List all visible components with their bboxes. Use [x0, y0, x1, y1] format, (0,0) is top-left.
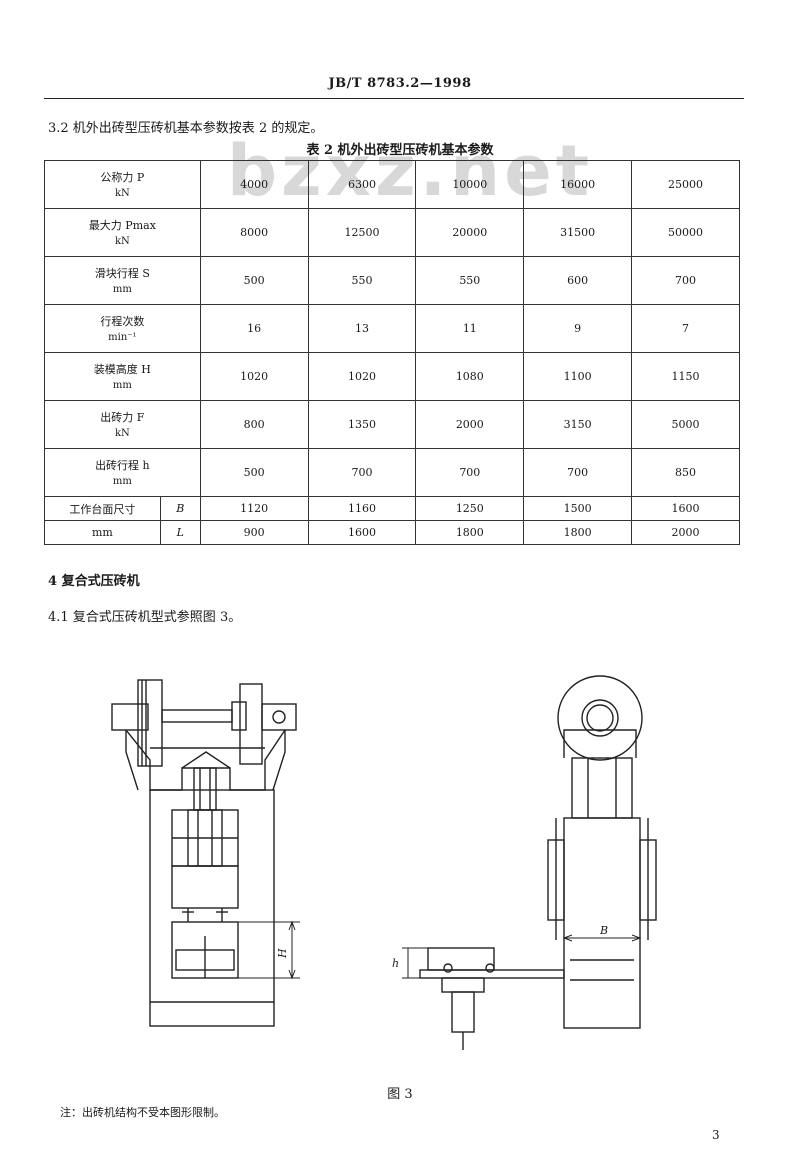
param-name: 滑块行程 S — [94, 266, 150, 280]
table-cell: 1020 — [307, 352, 417, 401]
table-cell: 16000 — [523, 160, 633, 209]
table-cell: 1800 — [415, 520, 525, 545]
table-cell: 12500 — [307, 208, 417, 257]
param-name-cell: 滑块行程 S mm — [44, 256, 201, 305]
param-unit: kN — [114, 427, 130, 439]
table-cell: 31500 — [523, 208, 633, 257]
figure-3-drawing: H B h — [111, 675, 657, 1050]
table-cell: 700 — [415, 448, 525, 497]
figure-label-H: H — [276, 948, 289, 959]
table-cell: 550 — [415, 256, 525, 305]
table-cell: 9 — [523, 304, 633, 353]
table-cell: 16 — [199, 304, 309, 353]
table-cell: 1600 — [307, 520, 417, 545]
param-name: 最大力 Pmax — [88, 218, 156, 232]
table-cell: 700 — [523, 448, 633, 497]
param-name: 装模高度 H — [93, 362, 151, 376]
table-caption: 表 2 机外出砖型压砖机基本参数 — [306, 143, 494, 158]
table-cell: 1020 — [199, 352, 309, 401]
param-name-cell: 行程次数 min⁻¹ — [44, 304, 201, 353]
param-unit: kN — [114, 187, 130, 199]
param-name-cell: 出砖力 F kN — [44, 400, 201, 449]
table-cell: 500 — [199, 256, 309, 305]
press-side-view — [402, 675, 657, 1050]
table-cell: 8000 — [199, 208, 309, 257]
table-row: 工作台面尺寸 B 1120 1160 1250 1500 1600 — [44, 496, 740, 521]
table-cell: 1120 — [199, 496, 309, 521]
figure-note: 注：出砖机结构不受本图形限制。 — [60, 1106, 225, 1119]
figure-caption: 图 3 — [387, 1087, 413, 1102]
table-cell: 11 — [415, 304, 525, 353]
table-cell: 25000 — [631, 160, 740, 209]
header-rule — [44, 98, 744, 99]
table-cell: 1080 — [415, 352, 525, 401]
worktable-l-label: L — [159, 520, 201, 545]
table-cell: 13 — [307, 304, 417, 353]
figure-label-h: h — [392, 957, 399, 970]
table-cell: 1350 — [307, 400, 417, 449]
table-cell: 1600 — [631, 496, 740, 521]
table-row: mm L 900 1600 1800 1800 2000 — [44, 520, 740, 545]
param-name-cell: 出砖行程 h mm — [44, 448, 201, 497]
param-name: 出砖行程 h — [95, 458, 150, 472]
param-unit: min⁻¹ — [108, 331, 137, 343]
worktable-unit: mm — [91, 526, 113, 539]
table-cell: 20000 — [415, 208, 525, 257]
param-unit: mm — [112, 379, 132, 391]
param-unit: kN — [114, 235, 130, 247]
page-number: 3 — [712, 1128, 720, 1142]
param-name-cell: 公称力 P kN — [44, 160, 201, 209]
table-cell: 600 — [523, 256, 633, 305]
param-unit: mm — [112, 475, 132, 487]
worktable-b-label: B — [159, 496, 201, 521]
standard-header: JB/T 8783.2—1998 — [328, 76, 472, 91]
table-cell: 1150 — [631, 352, 740, 401]
table-cell: 1800 — [523, 520, 633, 545]
table-cell: 2000 — [631, 520, 740, 545]
table-cell: 850 — [631, 448, 740, 497]
param-name-cell: 装模高度 H mm — [44, 352, 201, 401]
param-name: 出砖力 F — [100, 410, 145, 424]
table-cell: 550 — [307, 256, 417, 305]
section-4-title: 4 复合式压砖机 — [48, 574, 140, 589]
table-cell: 500 — [199, 448, 309, 497]
table-cell: 1100 — [523, 352, 633, 401]
table-cell: 700 — [631, 256, 740, 305]
param-name: 行程次数 — [100, 314, 145, 328]
table-cell: 6300 — [307, 160, 417, 209]
table-cell: 3150 — [523, 400, 633, 449]
figure-label-B: B — [599, 924, 608, 937]
table-cell: 10000 — [415, 160, 525, 209]
table-cell: 800 — [199, 400, 309, 449]
table-cell: 7 — [631, 304, 740, 353]
section-4-1-text: 4.1 复合式压砖机型式参照图 3。 — [48, 610, 242, 625]
worktable-unit-cell: mm — [44, 520, 161, 545]
param-name: 公称力 P — [100, 170, 145, 184]
table-cell: 2000 — [415, 400, 525, 449]
table-cell: 50000 — [631, 208, 740, 257]
worktable-label-cell: 工作台面尺寸 — [44, 496, 161, 521]
param-name-cell: 最大力 Pmax kN — [44, 208, 201, 257]
table-cell: 1250 — [415, 496, 525, 521]
table-cell: 1160 — [307, 496, 417, 521]
table-cell: 700 — [307, 448, 417, 497]
section-3-2-text: 3.2 机外出砖型压砖机基本参数按表 2 的规定。 — [48, 121, 324, 136]
param-unit: mm — [112, 283, 132, 295]
table-cell: 5000 — [631, 400, 740, 449]
worktable-label: 工作台面尺寸 — [69, 502, 136, 516]
table-cell: 900 — [199, 520, 309, 545]
press-front-view — [111, 679, 300, 1027]
table-cell: 4000 — [199, 160, 309, 209]
table-cell: 1500 — [523, 496, 633, 521]
